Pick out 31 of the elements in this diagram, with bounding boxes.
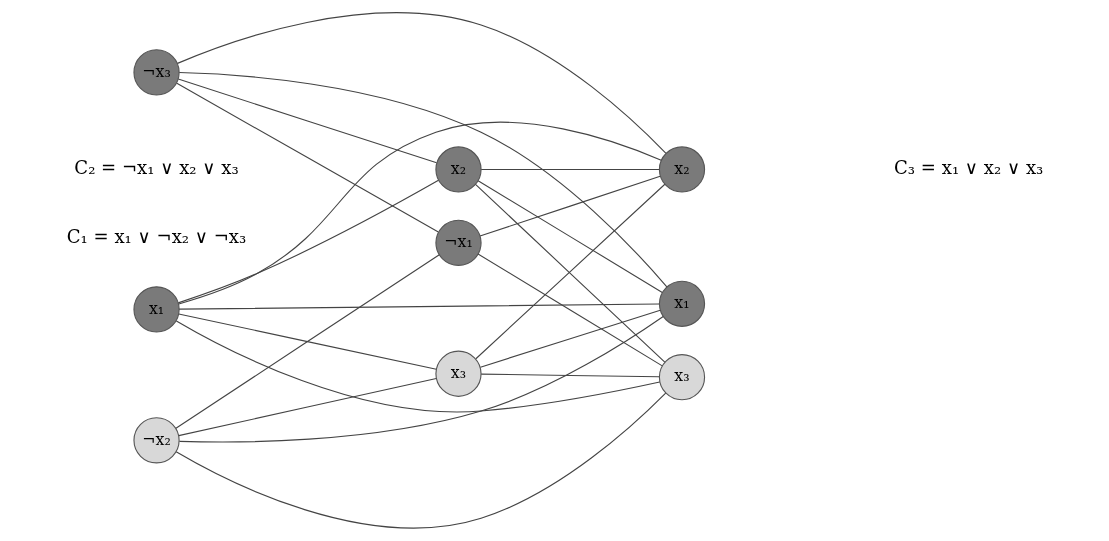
connector [478,175,661,237]
connector [477,180,663,294]
node-circle: x₂ [658,146,705,193]
connector [175,82,439,233]
connector [175,320,660,413]
connector [178,72,667,288]
node-circle: x₁ [658,280,705,327]
connector [177,313,437,370]
node-circle: x₃ [434,350,482,397]
connector [177,377,437,437]
connector [177,78,437,164]
node-circle: ¬x₃ [132,49,180,96]
connector [175,392,666,529]
connector [178,315,664,443]
connector [479,309,661,368]
node-circle: x₃ [658,354,705,401]
connector [480,168,660,170]
connector [174,254,440,429]
connector [176,12,666,154]
node-circle: ¬x₂ [132,417,180,464]
label: C₁ = x₁ ∨ ¬x₂ ∨ ¬x₃ [66,225,246,247]
node-circle: x₁ [132,286,180,333]
connector [177,121,662,305]
connector [480,373,660,378]
connector [177,179,439,304]
node-circle: ¬x₁ [434,219,482,266]
label: C₂ = ¬x₁ ∨ x₂ ∨ x₃ [73,156,239,178]
node-circle: x₂ [434,146,482,193]
label: C₃ = x₁ ∨ x₂ ∨ x₃ [893,156,1043,178]
connector [477,253,663,367]
connector [178,303,660,310]
